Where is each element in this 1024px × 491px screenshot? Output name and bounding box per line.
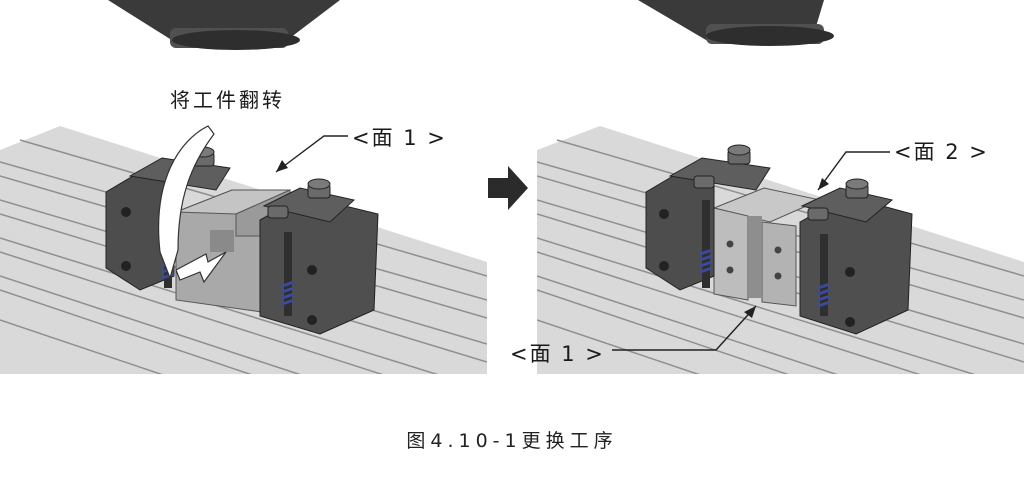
right-clamp-back bbox=[799, 178, 913, 335]
next-step-arrow-icon bbox=[488, 166, 528, 210]
left-face-1-leader bbox=[275, 135, 348, 173]
flip-arrow-head-icon bbox=[175, 251, 227, 284]
right-clamp-front bbox=[645, 144, 771, 291]
flip-arrow-icon bbox=[158, 125, 215, 280]
left-clamp-back bbox=[259, 178, 379, 335]
right-face-2-label: <面 2 > bbox=[894, 140, 989, 164]
right-panel bbox=[537, 0, 1024, 374]
figure-caption: 图4.10-1更换工序 bbox=[406, 430, 618, 452]
left-face-1-label: <面 1 > bbox=[352, 126, 447, 150]
right-face-2-leader bbox=[817, 151, 890, 191]
left-panel bbox=[0, 0, 487, 374]
right-workpiece bbox=[712, 187, 822, 307]
flip-instruction-label: 将工件翻转 bbox=[170, 88, 285, 112]
right-face-1-leader bbox=[612, 305, 757, 351]
right-spindle bbox=[638, 0, 834, 46]
left-spindle bbox=[108, 0, 340, 50]
right-face-1-label: <面 1 > bbox=[510, 342, 605, 366]
